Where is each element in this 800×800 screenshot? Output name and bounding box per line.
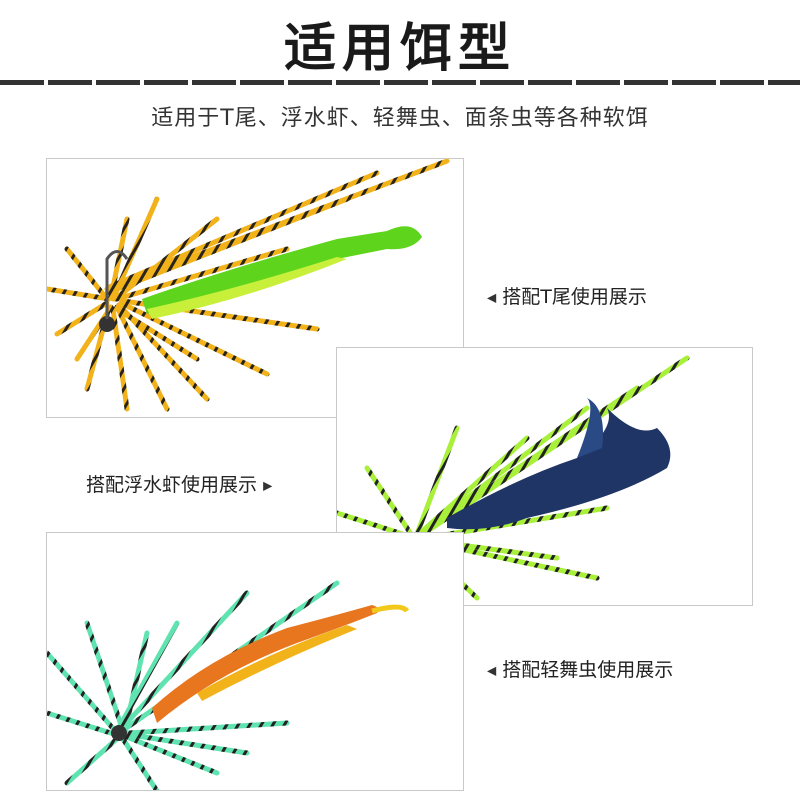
floating-shrimp-caption: 搭配浮水虾使用展示 ▶ [86, 470, 272, 497]
floating-shrimp-caption-text: 搭配浮水虾使用展示 [86, 474, 258, 496]
t-tail-photo [46, 158, 464, 418]
right-arrow-icon: ▶ [263, 478, 273, 493]
page-title: 适用饵型 [283, 19, 516, 79]
dancing-worm-caption-text: 搭配轻舞虫使用展示 [502, 659, 674, 681]
dancing-worm-caption: ◀ 搭配轻舞虫使用展示 [487, 655, 673, 682]
dancing-worm-photo [46, 532, 464, 791]
left-arrow-icon: ◀ [487, 290, 497, 305]
t-tail-caption-text: 搭配T尾使用展示 [502, 286, 647, 308]
left-arrow-icon: ◀ [487, 663, 497, 678]
page-subtitle: 适用于T尾、浮水虾、轻舞虫、面条虫等各种软饵 [151, 106, 649, 131]
t-tail-caption: ◀ 搭配T尾使用展示 [487, 282, 647, 309]
divider-line [0, 80, 800, 85]
